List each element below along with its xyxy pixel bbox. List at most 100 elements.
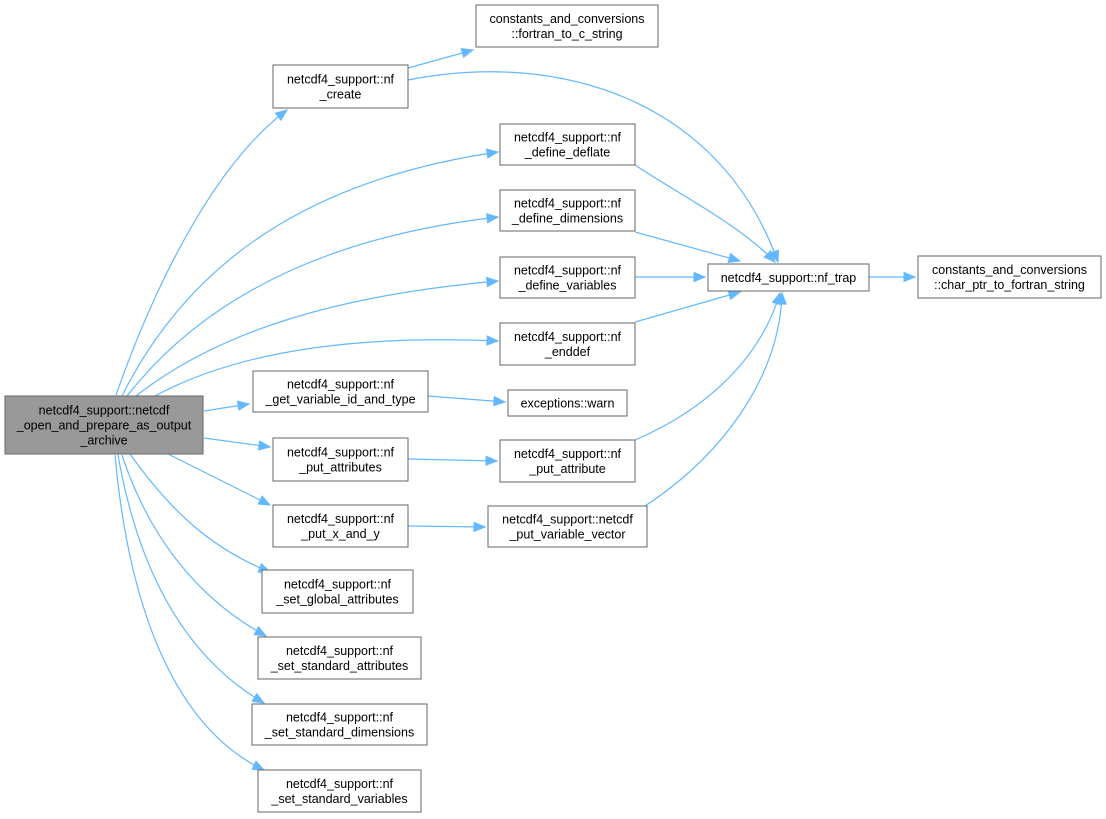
node-box[interactable]: [475, 4, 659, 48]
node-label-line: ::fortran_to_c_string: [511, 27, 622, 41]
node-label-line: constants_and_conversions: [490, 12, 645, 26]
node-box[interactable]: [917, 255, 1102, 299]
node-label-line: _put_attributes: [298, 461, 382, 475]
node-put-var-vec[interactable]: netcdf4_support::netcdf_put_variable_vec…: [487, 505, 648, 548]
node-box[interactable]: [707, 263, 870, 292]
node-label-line: ::char_ptr_to_fortran_string: [934, 278, 1085, 292]
node-box[interactable]: [252, 370, 429, 413]
node-put-attrs[interactable]: netcdf4_support::nf_put_attributes: [272, 437, 409, 482]
node-def-vars[interactable]: netcdf4_support::nf_define_variables: [499, 256, 636, 299]
node-enddef[interactable]: netcdf4_support::nf_enddef: [499, 322, 636, 366]
node-label-line: netcdf4_support::nf: [286, 777, 394, 791]
edge-root-to-def_deflate: [121, 148, 500, 397]
node-label-line: _set_standard_attributes: [270, 659, 409, 673]
node-warn[interactable]: exceptions::warn: [507, 389, 628, 417]
node-label-line: netcdf4_support::nf: [514, 197, 622, 211]
node-label-line: _archive: [79, 434, 127, 448]
edge-root-to-nf_create: [115, 109, 289, 396]
edge-root-to-set_std_dims: [117, 454, 266, 704]
node-box[interactable]: [272, 437, 409, 482]
edge-root-to-set_std_vars: [114, 454, 266, 771]
node-label-line: netcdf4_support::nf: [287, 446, 395, 460]
node-label-line: netcdf4_support::nf: [287, 512, 395, 526]
node-label-line: _put_variable_vector: [508, 528, 625, 542]
edge-root-to-put_xy: [167, 453, 272, 506]
node-fortran-to-c[interactable]: constants_and_conversions::fortran_to_c_…: [475, 4, 659, 48]
edge-root-to-set_global: [129, 453, 272, 573]
node-label-line: netcdf4_support::nf: [284, 578, 392, 592]
call-edges: [114, 48, 917, 771]
node-label-line: _create: [319, 88, 362, 102]
node-put-attr[interactable]: netcdf4_support::nf_put_attribute: [499, 439, 636, 483]
node-label-line: netcdf4_support::nf: [286, 711, 394, 725]
node-label-line: _enddef: [544, 345, 591, 359]
node-box[interactable]: [499, 189, 636, 232]
node-box[interactable]: [499, 256, 636, 299]
edge-root-to-set_std_attrs: [121, 454, 268, 637]
node-get-var-id[interactable]: netcdf4_support::nf_get_variable_id_and_…: [252, 370, 429, 413]
node-label-line: netcdf4_support::netcdf: [39, 404, 170, 418]
edge-root-to-def_dims: [126, 213, 500, 397]
node-box[interactable]: [499, 123, 636, 166]
edge-put_attr-to-nf_trap: [634, 291, 782, 441]
node-box[interactable]: [487, 505, 648, 548]
edge-get_var_id-to-warn: [427, 395, 507, 407]
node-root[interactable]: netcdf4_support::netcdf_open_and_prepare…: [4, 395, 204, 455]
node-label-line: netcdf4_support::nf_trap: [721, 271, 857, 285]
edge-root-to-get_var_id: [203, 400, 251, 412]
node-label-line: _set_standard_dimensions: [264, 726, 414, 740]
edge-nf_trap-to-char_ptr: [869, 271, 917, 283]
node-label-line: _define_dimensions: [511, 212, 623, 226]
node-nf-trap[interactable]: netcdf4_support::nf_trap: [707, 263, 870, 292]
edge-root-to-def_vars: [135, 276, 500, 397]
node-label-line: netcdf4_support::nf: [514, 330, 622, 344]
node-set-std-dims[interactable]: netcdf4_support::nf_set_standard_dimensi…: [251, 703, 428, 746]
node-label-line: netcdf4_support::nf: [514, 447, 622, 461]
node-nf-create[interactable]: netcdf4_support::nf_create: [272, 64, 409, 109]
edge-def_vars-to-nf_trap: [635, 271, 707, 283]
node-box[interactable]: [4, 395, 204, 455]
edge-nf_create-to-fortran_to_c: [407, 48, 475, 69]
node-set-std-attrs[interactable]: netcdf4_support::nf_set_standard_attribu…: [257, 636, 422, 680]
node-def-dims[interactable]: netcdf4_support::nf_define_dimensions: [499, 189, 636, 232]
node-label-line: _define_deflate: [524, 146, 611, 160]
node-label-line: exceptions::warn: [521, 397, 615, 411]
node-put-xy[interactable]: netcdf4_support::nf_put_x_and_y: [272, 504, 409, 548]
node-def-deflate[interactable]: netcdf4_support::nf_define_deflate: [499, 123, 636, 166]
node-label-line: _set_global_attributes: [275, 593, 398, 607]
node-box[interactable]: [261, 569, 414, 614]
edge-enddef-to-nf_trap: [634, 290, 742, 323]
node-label-line: _put_x_and_y: [300, 527, 380, 541]
node-box[interactable]: [499, 439, 636, 483]
edge-put_xy-to-put_var_vec: [407, 521, 487, 533]
node-label-line: netcdf4_support::nf: [287, 73, 395, 87]
node-label-line: _put_attribute: [528, 462, 605, 476]
edge-def_dims-to-nf_trap: [634, 231, 742, 263]
node-box[interactable]: [257, 636, 422, 680]
node-label-line: netcdf4_support::nf: [286, 644, 394, 658]
node-box[interactable]: [272, 64, 409, 109]
node-box[interactable]: [272, 504, 409, 548]
node-label-line: _define_variables: [518, 279, 617, 293]
node-set-global[interactable]: netcdf4_support::nf_set_global_attribute…: [261, 569, 414, 614]
node-char-ptr[interactable]: constants_and_conversions::char_ptr_to_f…: [917, 255, 1102, 299]
node-label-line: _open_and_prepare_as_output: [16, 419, 192, 433]
node-box[interactable]: [257, 769, 422, 813]
node-label-line: netcdf4_support::nf: [514, 131, 622, 145]
node-set-std-vars[interactable]: netcdf4_support::nf_set_standard_variabl…: [257, 769, 422, 813]
node-label-line: netcdf4_support::netcdf: [502, 513, 633, 527]
node-label-line: _get_variable_id_and_type: [264, 393, 415, 407]
node-box[interactable]: [499, 322, 636, 366]
node-label-line: _set_standard_variables: [270, 792, 407, 806]
node-label-line: netcdf4_support::nf: [514, 264, 622, 278]
node-box[interactable]: [251, 703, 428, 746]
node-label-line: netcdf4_support::nf: [287, 378, 395, 392]
edge-put_attrs-to-put_attr: [407, 455, 499, 467]
edge-put_var_vec-to-nf_trap: [644, 291, 787, 507]
edge-nf_create-to-nf_trap: [407, 71, 780, 264]
function-nodes: netcdf4_support::netcdf_open_and_prepare…: [4, 4, 1102, 813]
node-box[interactable]: [507, 389, 628, 417]
edge-root-to-put_attrs: [203, 437, 272, 451]
node-label-line: constants_and_conversions: [932, 263, 1087, 277]
